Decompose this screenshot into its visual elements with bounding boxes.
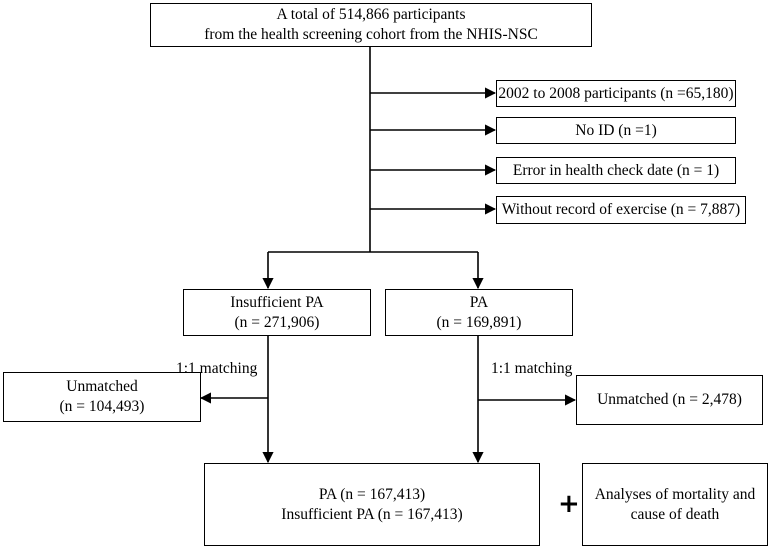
final-insufficient-count: Insufficient PA (n = 167,413)	[281, 505, 463, 523]
exclusion-text-3: Error in health check date (n = 1)	[512, 161, 720, 179]
left-unmatched-label: Unmatched	[66, 378, 138, 395]
total-line-1: A total of 514,866 participants	[276, 6, 466, 23]
exclusion-box-3: Error in health check date (n = 1)	[496, 157, 736, 184]
final-pa-count: PA (n = 167,413)	[318, 485, 426, 503]
right-unmatched-text: Unmatched (n = 2,478)	[597, 391, 742, 408]
exclusion-text-4: Without record of exercise (n = 7,887)	[501, 201, 741, 218]
exclusion-text-1: 2002 to 2008 participants (n =65,180)	[498, 84, 734, 102]
insufficient-pa-count: (n = 271,906)	[234, 313, 320, 331]
left-unmatched-box: Unmatched (n = 104,493)	[3, 372, 201, 422]
insufficient-pa-box: Insufficient PA (n = 271,906)	[183, 289, 371, 336]
exclusion-box-2: No ID (n =1)	[496, 117, 736, 144]
right-matching-label: 1:1 matching	[491, 360, 573, 377]
final-cohort-box: PA (n = 167,413) Insufficient PA (n = 16…	[204, 463, 540, 546]
exclusion-box-4: Without record of exercise (n = 7,887)	[496, 196, 746, 224]
pa-box: PA (n = 169,891)	[385, 289, 573, 336]
total-line-2: from the health screening cohort from th…	[204, 26, 538, 43]
right-unmatched-box: Unmatched (n = 2,478)	[576, 375, 763, 425]
exclusion-box-1: 2002 to 2008 participants (n =65,180)	[496, 80, 736, 107]
analysis-line-1: Analyses of mortality and	[594, 485, 756, 503]
plus-sign: +	[558, 489, 580, 519]
insufficient-pa-label: Insufficient PA	[230, 293, 324, 311]
pa-count: (n = 169,891)	[436, 313, 522, 331]
exclusion-text-2: No ID (n =1)	[575, 121, 657, 139]
pa-label: PA	[469, 293, 489, 311]
total-participants-box: A total of 514,866 participants from the…	[150, 3, 592, 47]
analysis-line-2: cause of death	[630, 505, 720, 523]
left-unmatched-count: (n = 104,493)	[59, 398, 145, 415]
analysis-box: Analyses of mortality and cause of death	[582, 463, 768, 546]
